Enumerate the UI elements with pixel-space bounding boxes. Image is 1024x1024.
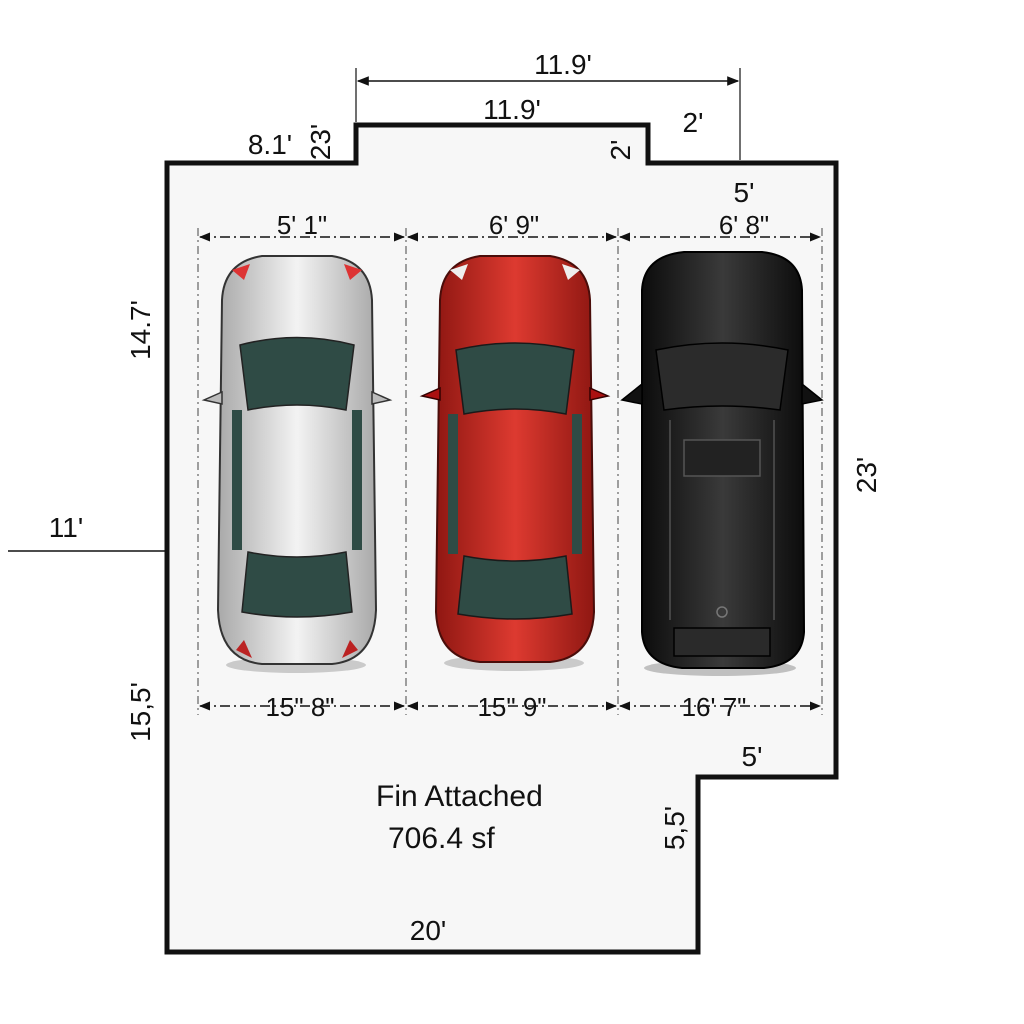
dim-bay1-width: 5' 1"	[277, 210, 327, 240]
silver-sedan	[201, 255, 393, 673]
dim-right-top-small: 5'	[734, 177, 755, 208]
dim-bay3-width: 6' 8"	[719, 210, 769, 240]
dim-notch-side: 5,5'	[659, 806, 690, 850]
black-suv	[620, 251, 824, 676]
dim-notch-top: 5'	[742, 741, 763, 772]
dim-top-left-wall: 8.1'	[248, 129, 292, 160]
dim-bottom: 20'	[410, 915, 447, 946]
top-overall-dimension	[355, 68, 741, 160]
dim-top-bump: 11.9'	[483, 94, 541, 125]
red-sedan	[419, 255, 611, 671]
room-area-label: 706.4 sf	[388, 822, 495, 855]
dim-bay1-length: 15" 8"	[265, 692, 334, 722]
dim-left-lower: 15,5'	[125, 682, 156, 742]
dim-left-upper: 14.7'	[125, 300, 156, 360]
dim-bay3-length: 16' 7"	[682, 692, 747, 722]
dim-right-side: 23'	[851, 457, 882, 494]
dim-bump-left-step: 23'	[305, 124, 336, 161]
room-name-label: Fin Attached	[376, 780, 543, 813]
dim-bay2-length: 15" 9"	[477, 692, 546, 722]
dim-bay2-width: 6' 9"	[489, 210, 539, 240]
dim-top-right-step: 2'	[683, 107, 704, 138]
dim-bump-right-step: 2'	[605, 140, 636, 161]
dim-top-overall: 11.9'	[534, 49, 592, 80]
dim-left-outside: 11'	[49, 512, 83, 543]
